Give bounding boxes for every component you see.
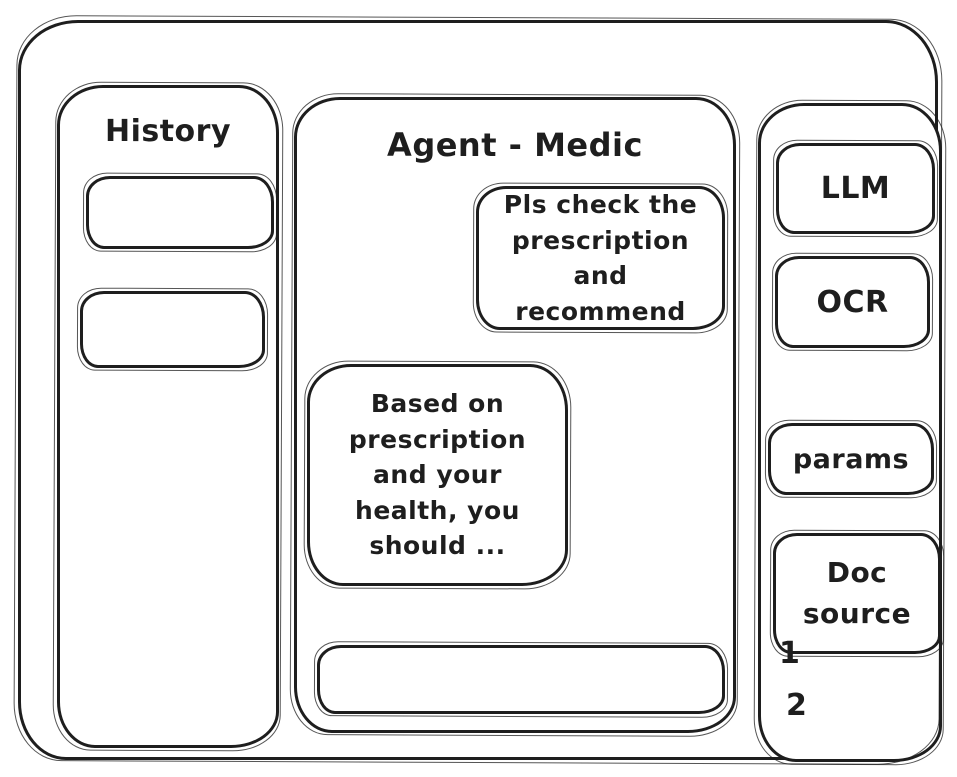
app-frame: History Agent - Medic Pls check the pres… <box>18 20 942 762</box>
history-item[interactable] <box>80 291 265 368</box>
chat-panel: Agent - Medic Pls check the prescription… <box>294 97 736 733</box>
history-title: History <box>104 114 232 149</box>
chat-input[interactable] <box>317 645 725 714</box>
chat-title: Agent - Medic <box>387 126 643 164</box>
doc-source-item-2[interactable]: 2 <box>786 688 808 723</box>
history-panel: History <box>57 85 279 748</box>
agent-message-bubble: Based on prescription and your health, y… <box>307 364 568 586</box>
doc-source-button[interactable]: Doc source <box>773 533 941 654</box>
tools-panel: LLM OCR params Doc source 1 2 <box>758 103 942 762</box>
history-item[interactable] <box>86 176 274 249</box>
user-message-bubble: Pls check the prescription and recommend <box>476 186 725 330</box>
params-button[interactable]: params <box>768 423 934 495</box>
llm-button[interactable]: LLM <box>776 143 935 234</box>
doc-source-item-1[interactable]: 1 <box>779 636 801 671</box>
ocr-button[interactable]: OCR <box>775 256 930 348</box>
